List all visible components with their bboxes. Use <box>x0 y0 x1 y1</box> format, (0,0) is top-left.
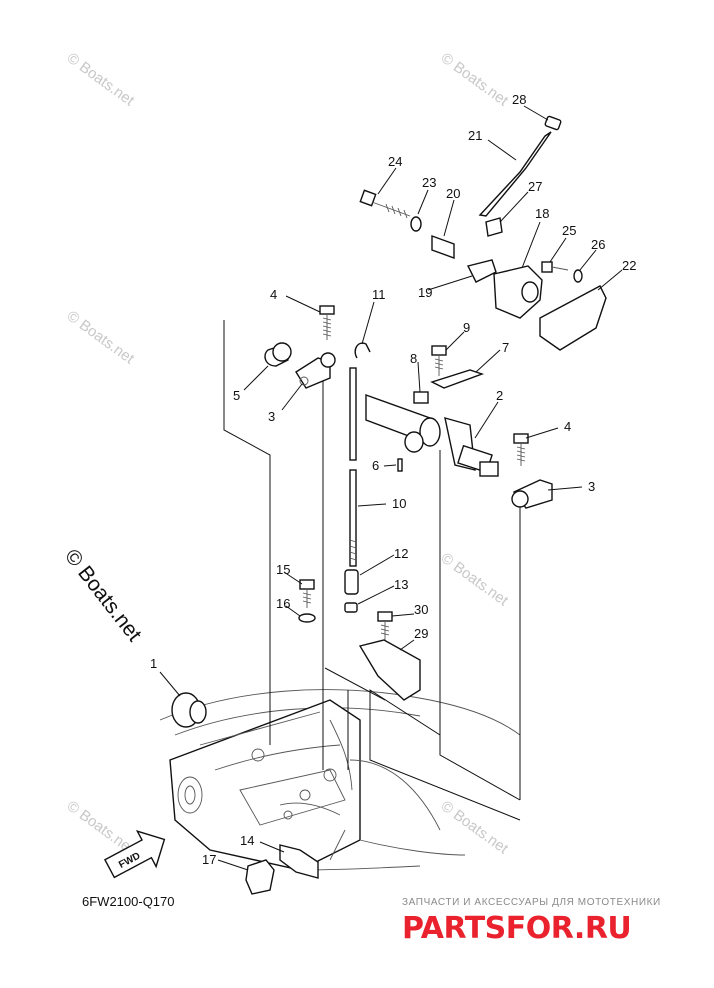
callout-23: 23 <box>422 175 436 190</box>
callout-6: 6 <box>372 458 379 473</box>
callout-1: 1 <box>150 656 157 671</box>
part-bracket-18 <box>493 265 543 319</box>
callout-14: 14 <box>240 833 254 848</box>
callout-16: 16 <box>276 596 290 611</box>
part-bolt-25 <box>541 261 569 273</box>
partsfor-banner: ЗАПЧАСТИ И АКСЕССУАРЫ ДЛЯ МОТОТЕХНИКИ PA… <box>402 897 661 946</box>
part-pin-6 <box>397 458 403 472</box>
callout-4-left: 4 <box>270 287 277 302</box>
part-pin-11 <box>354 342 371 359</box>
part-plate-7 <box>430 369 485 389</box>
callout-26: 26 <box>591 237 605 252</box>
callout-13: 13 <box>394 577 408 592</box>
watermark: © Boats.net <box>64 307 138 367</box>
callouts: 1 2 3 3 4 4 5 6 7 8 9 10 11 12 13 14 15 … <box>150 92 636 867</box>
part-fitting-27 <box>485 217 503 237</box>
callout-10: 10 <box>392 496 406 511</box>
callout-20: 20 <box>446 186 460 201</box>
callout-17: 17 <box>202 852 216 867</box>
callout-25: 25 <box>562 223 576 238</box>
callout-18: 18 <box>535 206 549 221</box>
callout-3-left: 3 <box>268 409 275 424</box>
part-holder-17 <box>245 859 275 895</box>
callout-12: 12 <box>394 546 408 561</box>
diagram-code: 6FW2100-Q170 <box>82 894 175 909</box>
part-lever-19 <box>466 259 497 283</box>
part-washer-23 <box>410 216 422 232</box>
callout-8: 8 <box>410 351 417 366</box>
callout-11: 11 <box>372 287 386 302</box>
callout-27: 27 <box>528 179 542 194</box>
part-bolt-24 <box>359 189 411 219</box>
part-bolt-9 <box>431 345 447 376</box>
callout-29: 29 <box>414 626 428 641</box>
part-bolt-4-right <box>513 433 529 466</box>
part-end-28 <box>544 115 562 131</box>
callout-19: 19 <box>418 285 432 300</box>
part-washer-16 <box>298 613 316 623</box>
part-bolt-4-left <box>319 305 335 340</box>
fwd-arrow-icon: FWD <box>103 830 166 879</box>
part-bracket-29 <box>358 639 421 701</box>
part-link-21 <box>478 131 552 217</box>
part-lever-3-right <box>511 479 553 509</box>
callout-30: 30 <box>414 602 428 617</box>
part-clip-14 <box>279 844 319 879</box>
watermark: © Boats.net <box>438 549 512 609</box>
part-clip-5 <box>264 342 292 367</box>
part-bolt-30 <box>377 611 393 640</box>
part-sleeve-12 <box>344 569 359 595</box>
callout-leaders <box>159 105 623 871</box>
banner-logo: PARTSFOR.RU <box>402 911 631 946</box>
part-collar-20 <box>431 235 455 259</box>
part-bolt-15 <box>299 579 315 608</box>
callout-24: 24 <box>388 154 402 169</box>
watermark: © Boats.net <box>438 797 512 857</box>
lower-housing <box>159 689 521 871</box>
callout-21: 21 <box>468 128 482 143</box>
callout-28: 28 <box>512 92 526 107</box>
callout-7: 7 <box>502 340 509 355</box>
part-grommet-1 <box>171 692 207 728</box>
part-plate-22 <box>539 285 607 351</box>
big-watermark: © Boats.net <box>60 545 146 646</box>
callout-3-right: 3 <box>588 479 595 494</box>
assembly-lines <box>223 320 521 821</box>
watermark: © Boats.net <box>438 49 512 109</box>
callout-4-right: 4 <box>564 419 571 434</box>
part-nut-13 <box>344 602 358 613</box>
watermark: © Boats.net <box>64 49 138 109</box>
callout-22: 22 <box>622 258 636 273</box>
part-nut-8 <box>413 391 429 404</box>
callout-9: 9 <box>463 320 470 335</box>
part-rod-10 <box>349 367 357 567</box>
part-shaft-2 <box>365 394 499 477</box>
callout-2: 2 <box>496 388 503 403</box>
banner-subtitle: ЗАПЧАСТИ И АКСЕССУАРЫ ДЛЯ МОТОТЕХНИКИ <box>402 897 661 908</box>
callout-15: 15 <box>276 562 290 577</box>
callout-5: 5 <box>233 388 240 403</box>
part-washer-26 <box>573 269 583 283</box>
part-lever-3-left <box>295 352 336 389</box>
